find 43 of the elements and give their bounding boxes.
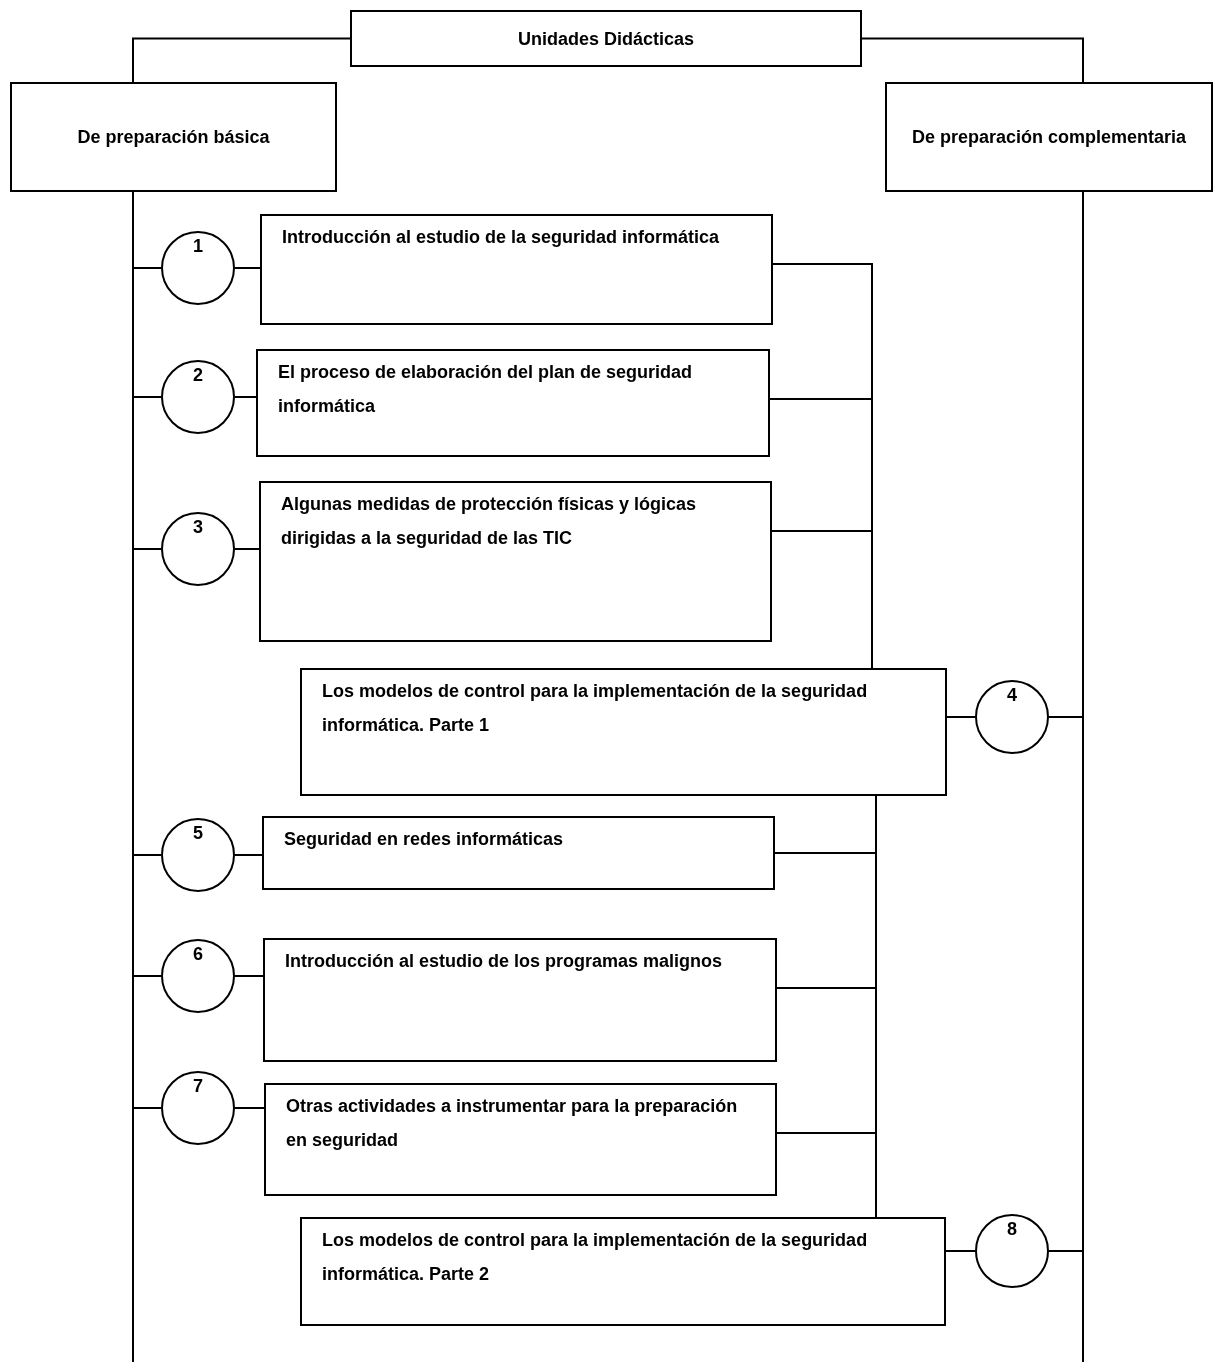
unit-box xyxy=(256,349,770,457)
unit-number: 1 xyxy=(193,235,203,258)
box-label: Unidades Didácticas xyxy=(517,27,695,51)
connector-line xyxy=(946,716,976,718)
box-label: Algunas medidas de protección físicas y lógicas dirigidas a la seguridad de las TIC xyxy=(281,494,697,548)
connector-line xyxy=(132,37,351,83)
unit-box xyxy=(259,481,772,642)
box-label: Los modelos de control para la implementación de la seguridad informática. Parte 2 xyxy=(322,1230,868,1284)
unit-number: 2 xyxy=(193,364,203,387)
category-box xyxy=(885,82,1213,192)
connector-line xyxy=(776,1132,877,1218)
connector-line xyxy=(234,548,260,550)
category-box xyxy=(10,82,337,192)
unit-number: 7 xyxy=(193,1075,203,1098)
unit-box xyxy=(264,1083,777,1196)
box-label: Los modelos de control para la implementación de la seguridad informática. Parte 1 xyxy=(322,681,868,735)
box-label: De preparación complementaria xyxy=(911,126,1187,149)
unit-number: 4 xyxy=(1007,684,1017,707)
unit-box xyxy=(262,816,775,890)
connector-line xyxy=(771,530,873,669)
unit-box xyxy=(300,1217,946,1326)
connector-line xyxy=(234,396,257,398)
box-label: Seguridad en redes informáticas xyxy=(284,829,564,849)
connector-line xyxy=(861,37,1084,83)
unit-box xyxy=(260,214,773,325)
unit-number: 5 xyxy=(193,822,203,845)
connector-line xyxy=(234,975,264,977)
connector-line xyxy=(234,267,261,269)
connector-line xyxy=(774,795,877,854)
box-label: Otras actividades a instrumentar para la preparación en seguridad xyxy=(286,1096,738,1150)
unit-number: 8 xyxy=(1007,1218,1017,1241)
unit-box xyxy=(263,938,777,1062)
connector-line xyxy=(234,1107,265,1109)
unit-box xyxy=(300,668,947,796)
category-box xyxy=(350,10,862,67)
unit-number: 6 xyxy=(193,943,203,966)
box-label: El proceso de elaboración del plan de seguridad informática xyxy=(278,362,693,416)
box-label: Introducción al estudio de los programas malignos xyxy=(285,951,723,971)
connector-line xyxy=(234,854,263,856)
box-label: Introducción al estudio de la seguridad informática xyxy=(282,227,720,247)
unit-number: 3 xyxy=(193,516,203,539)
connector-line xyxy=(945,1250,976,1252)
box-label: De preparación básica xyxy=(77,126,270,149)
